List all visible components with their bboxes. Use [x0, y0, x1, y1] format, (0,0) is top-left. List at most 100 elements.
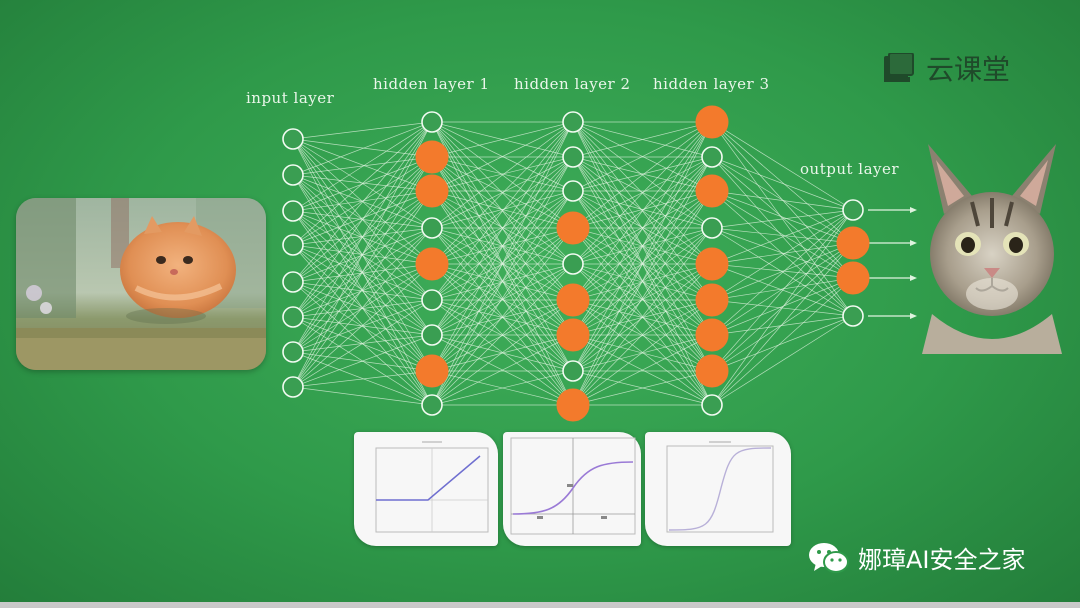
network-edge — [572, 370, 713, 406]
neuron — [701, 217, 723, 239]
network-edge — [572, 227, 713, 372]
active-neuron — [556, 211, 590, 245]
active-neuron — [415, 354, 449, 388]
network-edge — [431, 156, 574, 192]
network-edge — [711, 227, 854, 244]
network-edge — [711, 277, 854, 406]
network-edge — [572, 299, 713, 372]
layer-label-hidden-1: hidden layer 1 — [373, 75, 490, 93]
network-edge — [572, 263, 713, 372]
active-neuron — [836, 261, 870, 295]
network-edge — [292, 190, 433, 388]
network-edge — [572, 263, 713, 301]
neuron — [421, 217, 443, 239]
network-edge — [292, 121, 433, 318]
book-icon — [884, 53, 914, 82]
network-edge — [292, 263, 433, 388]
network-edge — [572, 299, 713, 406]
network-edge — [711, 242, 854, 406]
network-edge — [431, 121, 574, 158]
network-edge — [711, 315, 854, 372]
network-edge — [711, 277, 854, 336]
network-edge — [292, 281, 433, 372]
neuron — [282, 128, 304, 150]
network-edge — [292, 138, 433, 158]
network-edge — [711, 156, 854, 211]
layer-label-output: output layer — [800, 160, 900, 178]
network-edge — [711, 190, 854, 211]
neuron — [421, 289, 443, 311]
network-edge — [292, 121, 433, 283]
network-edge — [292, 156, 433, 388]
network-edge — [292, 351, 433, 372]
neuron — [282, 271, 304, 293]
network-edge — [292, 370, 433, 388]
network-edge — [431, 121, 574, 372]
network-edge — [292, 351, 433, 406]
network-edge — [292, 299, 433, 388]
network-edge — [431, 121, 574, 192]
network-edge — [711, 190, 854, 244]
network-edge — [431, 263, 574, 406]
network-edge — [292, 156, 433, 246]
network-edge — [711, 227, 854, 317]
network-edge — [431, 121, 574, 229]
output-arrow-head — [910, 275, 917, 281]
network-edge — [711, 315, 854, 336]
network-edge — [711, 156, 854, 279]
neuron — [421, 394, 443, 416]
network-edge — [292, 281, 433, 301]
network-edge — [711, 263, 854, 279]
input-cat-photo — [16, 198, 266, 370]
network-edge — [292, 121, 433, 246]
neuron — [282, 341, 304, 363]
network-edge — [431, 334, 574, 406]
active-neuron — [415, 247, 449, 281]
bottom-strip — [0, 602, 1080, 608]
network-edge — [572, 121, 713, 301]
network-edge — [711, 242, 854, 301]
network-edge — [572, 190, 713, 406]
active-neuron — [836, 226, 870, 260]
network-edge — [431, 263, 574, 372]
active-neuron — [695, 105, 729, 139]
network-edge — [431, 121, 574, 336]
network-edge — [292, 227, 433, 353]
brand-logo: 云课堂 — [882, 48, 1010, 88]
network-edge — [292, 263, 433, 283]
network-edge — [292, 121, 433, 140]
active-neuron — [695, 354, 729, 388]
network-edge — [711, 209, 854, 301]
network-edge — [572, 121, 713, 372]
neuron — [842, 305, 864, 327]
brand-name: 云课堂 — [926, 53, 1011, 86]
output-arrow-head — [910, 207, 917, 213]
network-edge — [292, 190, 433, 246]
network-edge — [572, 121, 713, 265]
network-edge — [711, 156, 854, 317]
active-neuron — [556, 283, 590, 317]
output-cat-face — [922, 144, 1062, 354]
network-edge — [711, 242, 854, 336]
output-arrow-head — [910, 313, 917, 319]
network-edge — [711, 209, 854, 265]
network-edge — [292, 210, 433, 301]
network-edge — [292, 138, 433, 192]
neuron — [701, 394, 723, 416]
active-neuron — [695, 318, 729, 352]
neuron — [562, 360, 584, 382]
network-edge — [572, 263, 713, 406]
active-neuron — [415, 140, 449, 174]
network-edge — [292, 121, 433, 176]
network-edge — [572, 156, 713, 406]
output-arrow-head — [910, 240, 917, 246]
active-neuron — [556, 388, 590, 422]
network-edge — [292, 263, 433, 318]
network-edge — [431, 121, 574, 406]
activation-panel-tanh — [503, 432, 641, 546]
neuron — [842, 199, 864, 221]
neuron — [562, 180, 584, 202]
neuron — [421, 111, 443, 133]
network-edge — [711, 190, 854, 279]
